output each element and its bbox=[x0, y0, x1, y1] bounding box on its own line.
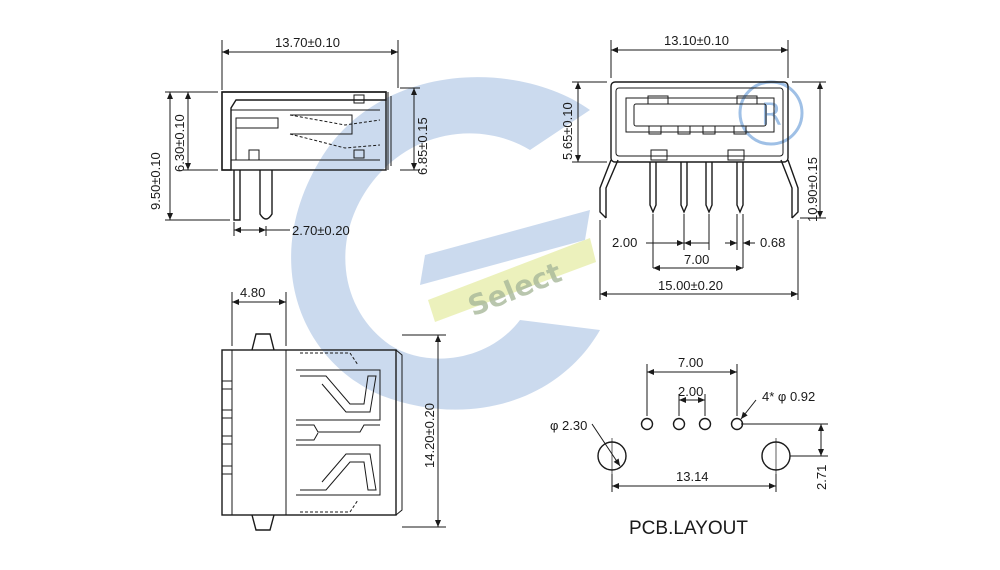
pcb-title: PCB.LAYOUT bbox=[629, 518, 748, 539]
pcb-pitch-dim: 2.00 bbox=[678, 384, 703, 399]
registered-mark: R bbox=[761, 98, 782, 133]
top-length-dim: 14.20±0.20 bbox=[422, 403, 437, 468]
pcb-peg-offset-dim: 2.71 bbox=[814, 465, 829, 490]
side-width-dim: 13.70±0.10 bbox=[275, 35, 340, 50]
watermark-yellow-bar bbox=[428, 238, 596, 322]
front-pitch-dim: 2.00 bbox=[612, 235, 637, 250]
pcb-peg-dia-dim: φ 2.30 bbox=[550, 418, 587, 433]
pcb-hole bbox=[640, 417, 654, 431]
front-pin-width-dim: 0.68 bbox=[760, 235, 785, 250]
pcb-peg-span-dim: 13.14 bbox=[676, 469, 709, 484]
side-height-total-dim: 9.50±0.10 bbox=[148, 152, 163, 210]
pcb-hole bbox=[698, 417, 712, 431]
pcb-hole bbox=[730, 417, 744, 431]
watermark-bar bbox=[420, 210, 590, 285]
side-height-body-dim: 6.30±0.10 bbox=[172, 114, 187, 172]
front-width-top-dim: 13.10±0.10 bbox=[664, 33, 729, 48]
front-view: 13.10±0.10 5.65±0.10 10.90±0.15 2.00 0.6… bbox=[560, 33, 826, 300]
top-offset-dim: 4.80 bbox=[240, 285, 265, 300]
front-width-bottom-dim: 15.00±0.20 bbox=[658, 278, 723, 293]
side-view: 13.70±0.10 9.50±0.10 6.30±0.10 6.85±0.15… bbox=[148, 35, 430, 238]
pcb-layout: 7.00 2.00 4* φ 0.92 φ 2.30 13.14 2.71 PC… bbox=[550, 355, 829, 539]
side-height-right-dim: 6.85±0.15 bbox=[415, 117, 430, 175]
pcb-hole bbox=[672, 417, 686, 431]
front-height-left-dim: 5.65±0.10 bbox=[560, 102, 575, 160]
pcb-span-dim: 7.00 bbox=[678, 355, 703, 370]
pcb-hole-dia-dim: 4* φ 0.92 bbox=[762, 389, 815, 404]
front-height-right-dim: 10.90±0.15 bbox=[805, 157, 820, 222]
front-pin-span-dim: 7.00 bbox=[684, 252, 709, 267]
top-view: 4.80 14.20±0.20 bbox=[221, 285, 446, 531]
side-pin-offset-dim: 2.70±0.20 bbox=[292, 223, 350, 238]
